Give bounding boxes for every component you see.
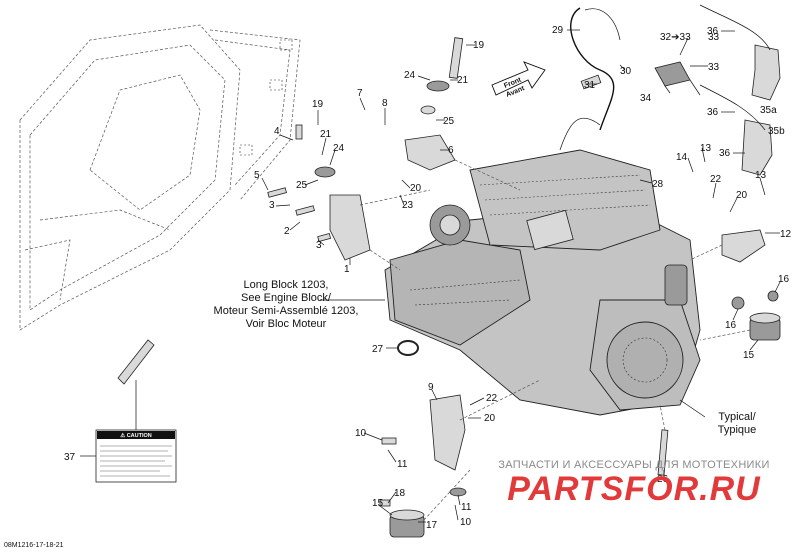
engine-assembly — [384, 117, 701, 416]
body-panel — [19, 24, 301, 331]
part-number: 23 — [402, 200, 414, 211]
part-number: 35b — [768, 126, 785, 137]
part-number: 10 — [460, 517, 472, 528]
part-number: 32➔33 — [660, 32, 691, 43]
part-number: 33 — [708, 62, 720, 73]
part-number: 36 — [707, 107, 719, 118]
part-number: 14 — [676, 152, 688, 163]
watermark-logo-text: PARTSFOR.RU — [507, 470, 761, 508]
front-arrow: Front Avant — [491, 61, 546, 99]
part-number: 35a — [760, 105, 777, 116]
part-number: 29 — [552, 25, 564, 36]
part-number: 22 — [710, 174, 722, 185]
part-number: 13 — [700, 143, 712, 154]
part-number: 16 — [778, 274, 790, 285]
part-number: 16 — [725, 320, 737, 331]
caution-label: ⚠ CAUTION — [80, 429, 177, 483]
part-number: 19 — [312, 99, 324, 110]
alignment-lines — [359, 159, 751, 521]
part-number: 9 — [428, 382, 434, 393]
part-number: 12 — [780, 229, 792, 240]
part-number: 20 — [484, 413, 496, 424]
part-number: 18 — [394, 488, 406, 499]
part-number: 6 — [448, 145, 454, 156]
part-number: 37 — [64, 452, 76, 463]
part-number: 11 — [397, 459, 408, 470]
part-number: 20 — [736, 190, 748, 201]
part-number: 24 — [404, 70, 416, 81]
long-block-callout: Long Block 1203, See Engine Block/ Moteu… — [214, 279, 359, 330]
part-number: 21 — [457, 75, 469, 86]
part-number: 8 — [382, 98, 388, 109]
part-number: 22 — [486, 393, 498, 404]
part-number: 5 — [254, 170, 260, 181]
part-number: 3 — [316, 240, 322, 251]
leader-lines — [261, 29, 781, 523]
long-block-line-2: See Engine Block/ — [241, 292, 332, 304]
part-number: 25 — [296, 180, 308, 191]
part-number: 3 — [269, 200, 275, 211]
part-number: 36 — [719, 148, 731, 159]
long-block-line-1: Long Block 1203, — [243, 279, 328, 291]
long-block-line-3: Moteur Semi-Assemblé 1203, — [214, 305, 359, 317]
part-number: 28 — [652, 179, 664, 190]
part-number: 21 — [320, 129, 332, 140]
reference-code: 08M1216-17-18-21 — [4, 542, 64, 549]
typical-callout: Typical/ Typique — [718, 411, 757, 436]
long-block-line-4: Voir Bloc Moteur — [246, 318, 327, 330]
part-number: 11 — [461, 502, 472, 513]
part-number: 17 — [426, 520, 438, 531]
part-number: 27 — [372, 344, 384, 355]
caution-label-title: ⚠ CAUTION — [120, 432, 152, 439]
watermark: ЗАПЧАСТИ И АКСЕССУАРЫ ДЛЯ МОТОТЕХНИКИ PA… — [498, 459, 769, 508]
part-number: 13 — [755, 170, 767, 181]
part-number: 36 — [707, 26, 719, 37]
part-number: 2 — [284, 226, 290, 237]
decal-strip — [117, 339, 155, 430]
part-number: 20 — [410, 183, 422, 194]
part-number: 10 — [355, 428, 367, 439]
part-number: 34 — [640, 93, 652, 104]
part-number-labels: 19 21 24 25 19 7 8 4 21 24 6 5 25 20 23 … — [64, 25, 792, 531]
part-number: 30 — [620, 66, 632, 77]
typical-line-1: Typical/ — [718, 411, 756, 423]
part-number: 31 — [584, 80, 596, 91]
part-number: 25 — [443, 116, 455, 127]
part-number: 26 — [657, 474, 669, 485]
part-number: 15 — [743, 350, 755, 361]
part-number: 15 — [372, 498, 384, 509]
typical-line-2: Typique — [718, 424, 757, 436]
watermark-tagline: ЗАПЧАСТИ И АКСЕССУАРЫ ДЛЯ МОТОТЕХНИКИ — [498, 459, 769, 471]
part-number: 24 — [333, 143, 345, 154]
part-number: 33 — [708, 32, 720, 43]
small-parts — [267, 4, 781, 538]
part-number: 7 — [357, 88, 363, 99]
part-number: 1 — [344, 264, 350, 275]
part-number: 19 — [473, 40, 485, 51]
part-number: 4 — [274, 126, 280, 137]
